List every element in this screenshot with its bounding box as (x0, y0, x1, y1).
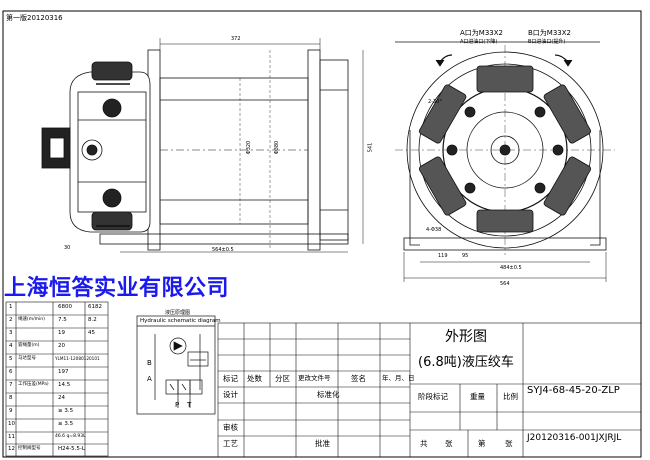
spec-row-5-v1: YLM11-12080120101 (55, 356, 100, 361)
spec-row-3-v2: 45 (88, 330, 95, 336)
title-block-grid (217, 322, 642, 458)
edition-label: 第一版20120316 (6, 14, 63, 22)
dim-drum-diameter: Φ320 (246, 140, 253, 155)
dim-angle: 2-30° (428, 99, 442, 105)
spec-row-7-label: 工作压差(MPa) (18, 382, 49, 387)
spec-row-4-no: 4 (9, 343, 13, 349)
spec-row-9-no: 9 (9, 408, 13, 414)
spec-row-9-v1: ≥ 3.5 (58, 408, 74, 414)
spec-row-2-label: 绳速(m/min) (18, 317, 45, 322)
hydraulic-port-a: A (147, 375, 152, 383)
hydraulic-port-b: B (147, 359, 152, 367)
spec-row-11-no: 11 (8, 434, 15, 440)
dim-119: 119 (438, 253, 448, 259)
spec-row-1-no: 1 (9, 304, 13, 310)
hydraulic-schematic (136, 315, 216, 415)
dim-bottom-span: 564±0.5 (212, 247, 234, 253)
port-a-size: A口为M33X2 (460, 29, 503, 37)
spec-row-8-v1: 24 (58, 395, 65, 401)
view-name: 外形图 (445, 329, 487, 345)
port-a-use: A口进油口(下降) (460, 39, 498, 45)
spec-row-6-v1: 197 (58, 369, 69, 375)
dim-side-total: 564 (500, 281, 510, 287)
dim-height-right: 541 (367, 142, 374, 153)
tb-sheet-unit: 张 (505, 439, 513, 448)
dim-side-span: 484±0.5 (500, 265, 522, 271)
spec-row-4-v1: 20 (58, 343, 65, 349)
spec-row-5-label: 马达型号 (18, 356, 36, 361)
tb-standardize: 标准化 (317, 390, 340, 399)
tb-sheet-no: 第 (478, 439, 486, 448)
tb-change-no: 更改文件号 (298, 374, 331, 382)
tb-zone: 分区 (275, 374, 290, 383)
spec-row-10-v1: ≥ 3.5 (58, 421, 74, 427)
tb-date: 年、月、日 (382, 374, 415, 382)
tb-total: 共 (420, 439, 428, 448)
spec-row-12-no: 12 (8, 446, 15, 452)
front-view-drawing (41, 38, 364, 253)
spec-table-grid (5, 301, 109, 457)
hydraulic-title-en: Hydraulic schematic diagram (140, 318, 221, 324)
spec-row-8-no: 8 (9, 395, 13, 401)
dim-side-holes: 4-Φ38 (426, 227, 442, 233)
spec-row-10-no: 10 (8, 421, 15, 427)
spec-row-2-v1: 7.5 (58, 317, 67, 323)
dim-flange-diameter: Φ380 (274, 140, 281, 155)
dim-95: 95 (462, 253, 469, 259)
company-name: 上海恒答实业有限公司 (4, 276, 230, 301)
tb-review: 审核 (223, 423, 238, 432)
hydraulic-port-t: T (187, 401, 192, 409)
tb-weight: 重量 (470, 392, 485, 401)
port-b-size: B口为M33X2 (528, 29, 571, 37)
tb-process: 工艺 (223, 439, 238, 448)
tb-count: 处数 (247, 374, 262, 383)
tb-sheets: 张 (445, 439, 453, 448)
dim-30: 30 (64, 245, 71, 251)
product-name: (6.8吨)液压绞车 (418, 355, 514, 370)
side-view-drawing (395, 41, 615, 282)
dim-top-width: 372 (231, 36, 241, 42)
spec-row-6-no: 6 (9, 369, 13, 375)
spec-row-4-label: 容绳量(m) (18, 343, 40, 348)
spec-row-2-v2: 8.2 (88, 317, 97, 323)
tb-design: 设计 (223, 390, 238, 399)
drawing-number: SYJ4-68-45-20-ZLP (527, 385, 620, 396)
tb-sign: 签名 (351, 374, 366, 383)
spec-row-1-v1: 6800 (58, 304, 72, 310)
spec-row-5-no: 5 (9, 356, 13, 362)
hydraulic-title-cn: 液压原理图 (165, 310, 191, 316)
document-number: J20120316-001JXJRJL (527, 433, 622, 443)
spec-row-2-no: 2 (9, 317, 13, 323)
tb-mark: 标记 (223, 374, 238, 383)
port-b-use: B口进油口(提升) (528, 39, 566, 45)
spec-row-7-no: 7 (9, 382, 13, 388)
spec-row-12-v1: H24-5.5-L (58, 446, 85, 452)
tb-approve: 批准 (315, 439, 330, 448)
hydraulic-port-p: P (175, 401, 180, 409)
spec-row-1-v2: 6182 (88, 304, 102, 310)
spec-row-7-v1: 14.5 (58, 382, 71, 388)
spec-row-11-v1: 46.6 q=8.93L (55, 434, 86, 439)
spec-row-3-v1: 19 (58, 330, 65, 336)
spec-row-3-no: 3 (9, 330, 13, 336)
tb-scale: 比例 (503, 392, 518, 401)
spec-row-12-label: 控制阀型号 (18, 446, 41, 451)
tb-stage-mark: 阶段标记 (418, 392, 448, 401)
